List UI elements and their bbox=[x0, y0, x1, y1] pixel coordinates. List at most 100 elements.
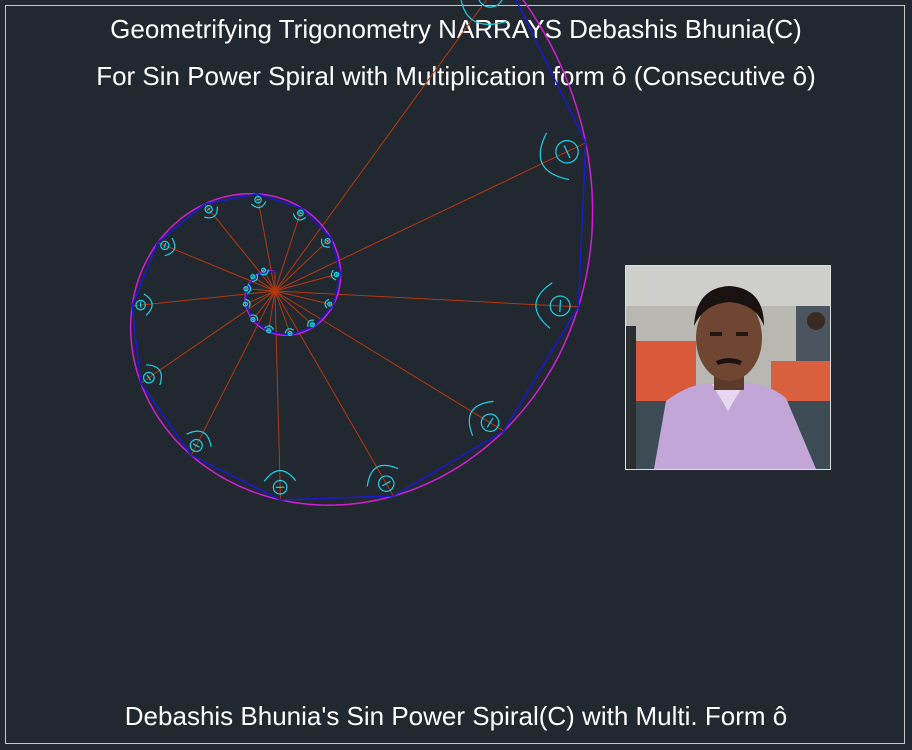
radial-line bbox=[246, 288, 276, 292]
angle-symbol bbox=[266, 328, 272, 334]
angle-arc bbox=[251, 273, 259, 283]
angle-marker bbox=[135, 293, 153, 316]
angle-symbol bbox=[254, 195, 262, 204]
angle-arc bbox=[245, 298, 251, 308]
angle-symbol bbox=[555, 139, 579, 164]
angle-marker bbox=[366, 464, 399, 492]
angle-symbol bbox=[242, 301, 249, 307]
angle-symbol-bar bbox=[251, 275, 255, 279]
angle-arc bbox=[535, 282, 553, 329]
radial-line bbox=[157, 242, 276, 292]
angle-symbol-bar bbox=[559, 299, 562, 313]
angle-symbol bbox=[287, 330, 293, 337]
angle-symbol bbox=[327, 301, 333, 307]
angle-symbol bbox=[204, 205, 213, 214]
angle-symbol-bar bbox=[298, 211, 303, 215]
radial-line bbox=[204, 203, 276, 292]
angle-symbol-bar bbox=[255, 198, 261, 201]
angle-arc bbox=[250, 314, 259, 321]
angle-symbol bbox=[296, 209, 304, 217]
angle-marker bbox=[292, 209, 307, 221]
angle-symbol-bar bbox=[262, 268, 265, 272]
caption: Debashis Bhunia's Sin Power Spiral(C) wi… bbox=[124, 701, 788, 731]
angle-marker bbox=[243, 283, 252, 294]
radial-line bbox=[274, 290, 315, 327]
angle-symbol bbox=[324, 238, 331, 245]
angle-symbol bbox=[309, 322, 315, 328]
angle-symbol-bar bbox=[486, 417, 494, 428]
radial-line bbox=[256, 193, 276, 292]
angle-marker bbox=[250, 273, 259, 283]
angle-arc bbox=[366, 464, 399, 487]
angle-symbol bbox=[160, 240, 170, 251]
angle-marker bbox=[459, 0, 508, 25]
radial-line bbox=[274, 290, 394, 497]
angle-symbol-bar bbox=[335, 272, 338, 277]
diagram-frame bbox=[5, 5, 905, 744]
angle-symbol bbox=[189, 438, 203, 453]
spiral-path bbox=[129, 0, 594, 506]
angle-arc bbox=[307, 319, 315, 327]
radial-line bbox=[274, 290, 579, 308]
radial-line bbox=[253, 276, 276, 292]
angle-symbol-bar bbox=[381, 480, 391, 487]
angle-marker bbox=[324, 298, 333, 309]
angle-marker bbox=[242, 298, 251, 308]
angle-marker bbox=[535, 282, 571, 329]
angle-arc bbox=[284, 328, 294, 334]
angle-symbol-bar bbox=[326, 239, 329, 243]
angle-arc bbox=[263, 470, 297, 482]
angle-arc bbox=[264, 325, 275, 330]
angle-symbol bbox=[333, 271, 340, 278]
radial-line bbox=[132, 290, 276, 307]
spiral-curve bbox=[129, 0, 594, 506]
radial-line bbox=[245, 290, 276, 305]
angle-symbol bbox=[480, 413, 500, 433]
chord-polygon bbox=[131, 0, 587, 501]
angle-symbol-bar bbox=[251, 318, 255, 321]
angle-symbol-bar bbox=[311, 323, 314, 327]
angle-symbol-bar bbox=[563, 145, 571, 159]
angle-arc bbox=[330, 269, 337, 281]
angle-symbol-bar bbox=[139, 302, 142, 309]
angle-marker bbox=[539, 132, 579, 181]
angle-symbol bbox=[261, 267, 267, 273]
radial-line bbox=[140, 290, 276, 384]
angle-arc bbox=[143, 293, 153, 316]
radial-line bbox=[274, 290, 281, 500]
angle-arc bbox=[186, 430, 212, 447]
angle-marker bbox=[284, 328, 294, 337]
angle-arc bbox=[164, 237, 176, 257]
title-line-1: Geometrifying Trigonometry NARRAYS Debas… bbox=[110, 14, 802, 44]
radial-line bbox=[274, 290, 504, 432]
angle-arc bbox=[539, 132, 569, 181]
angle-symbol-bar bbox=[328, 302, 331, 306]
angle-marker bbox=[263, 470, 297, 495]
angle-marker bbox=[250, 195, 267, 209]
radial-line bbox=[274, 0, 488, 292]
angle-arc bbox=[145, 364, 162, 386]
angle-marker bbox=[307, 319, 315, 328]
angle-marker bbox=[160, 237, 176, 257]
angle-marker bbox=[330, 269, 340, 281]
radial-line bbox=[274, 207, 303, 292]
angle-symbol bbox=[250, 317, 256, 323]
angle-symbol bbox=[377, 475, 395, 492]
angle-symbol bbox=[250, 274, 256, 280]
angle-symbol-bar bbox=[146, 374, 152, 381]
angle-symbol bbox=[549, 295, 571, 317]
angle-marker bbox=[142, 364, 162, 386]
angle-symbol bbox=[272, 479, 288, 495]
angle-marker bbox=[260, 267, 270, 276]
radial-line bbox=[274, 142, 586, 292]
angle-symbol-bar bbox=[206, 207, 211, 212]
portrait-photo bbox=[625, 265, 831, 470]
chord-polyline bbox=[131, 0, 587, 501]
radial-line bbox=[190, 290, 276, 456]
angle-arc bbox=[468, 400, 494, 436]
angle-symbol-bar bbox=[192, 443, 200, 448]
radial-line bbox=[274, 237, 332, 292]
radial-line bbox=[274, 290, 292, 336]
angle-symbol bbox=[477, 0, 504, 8]
